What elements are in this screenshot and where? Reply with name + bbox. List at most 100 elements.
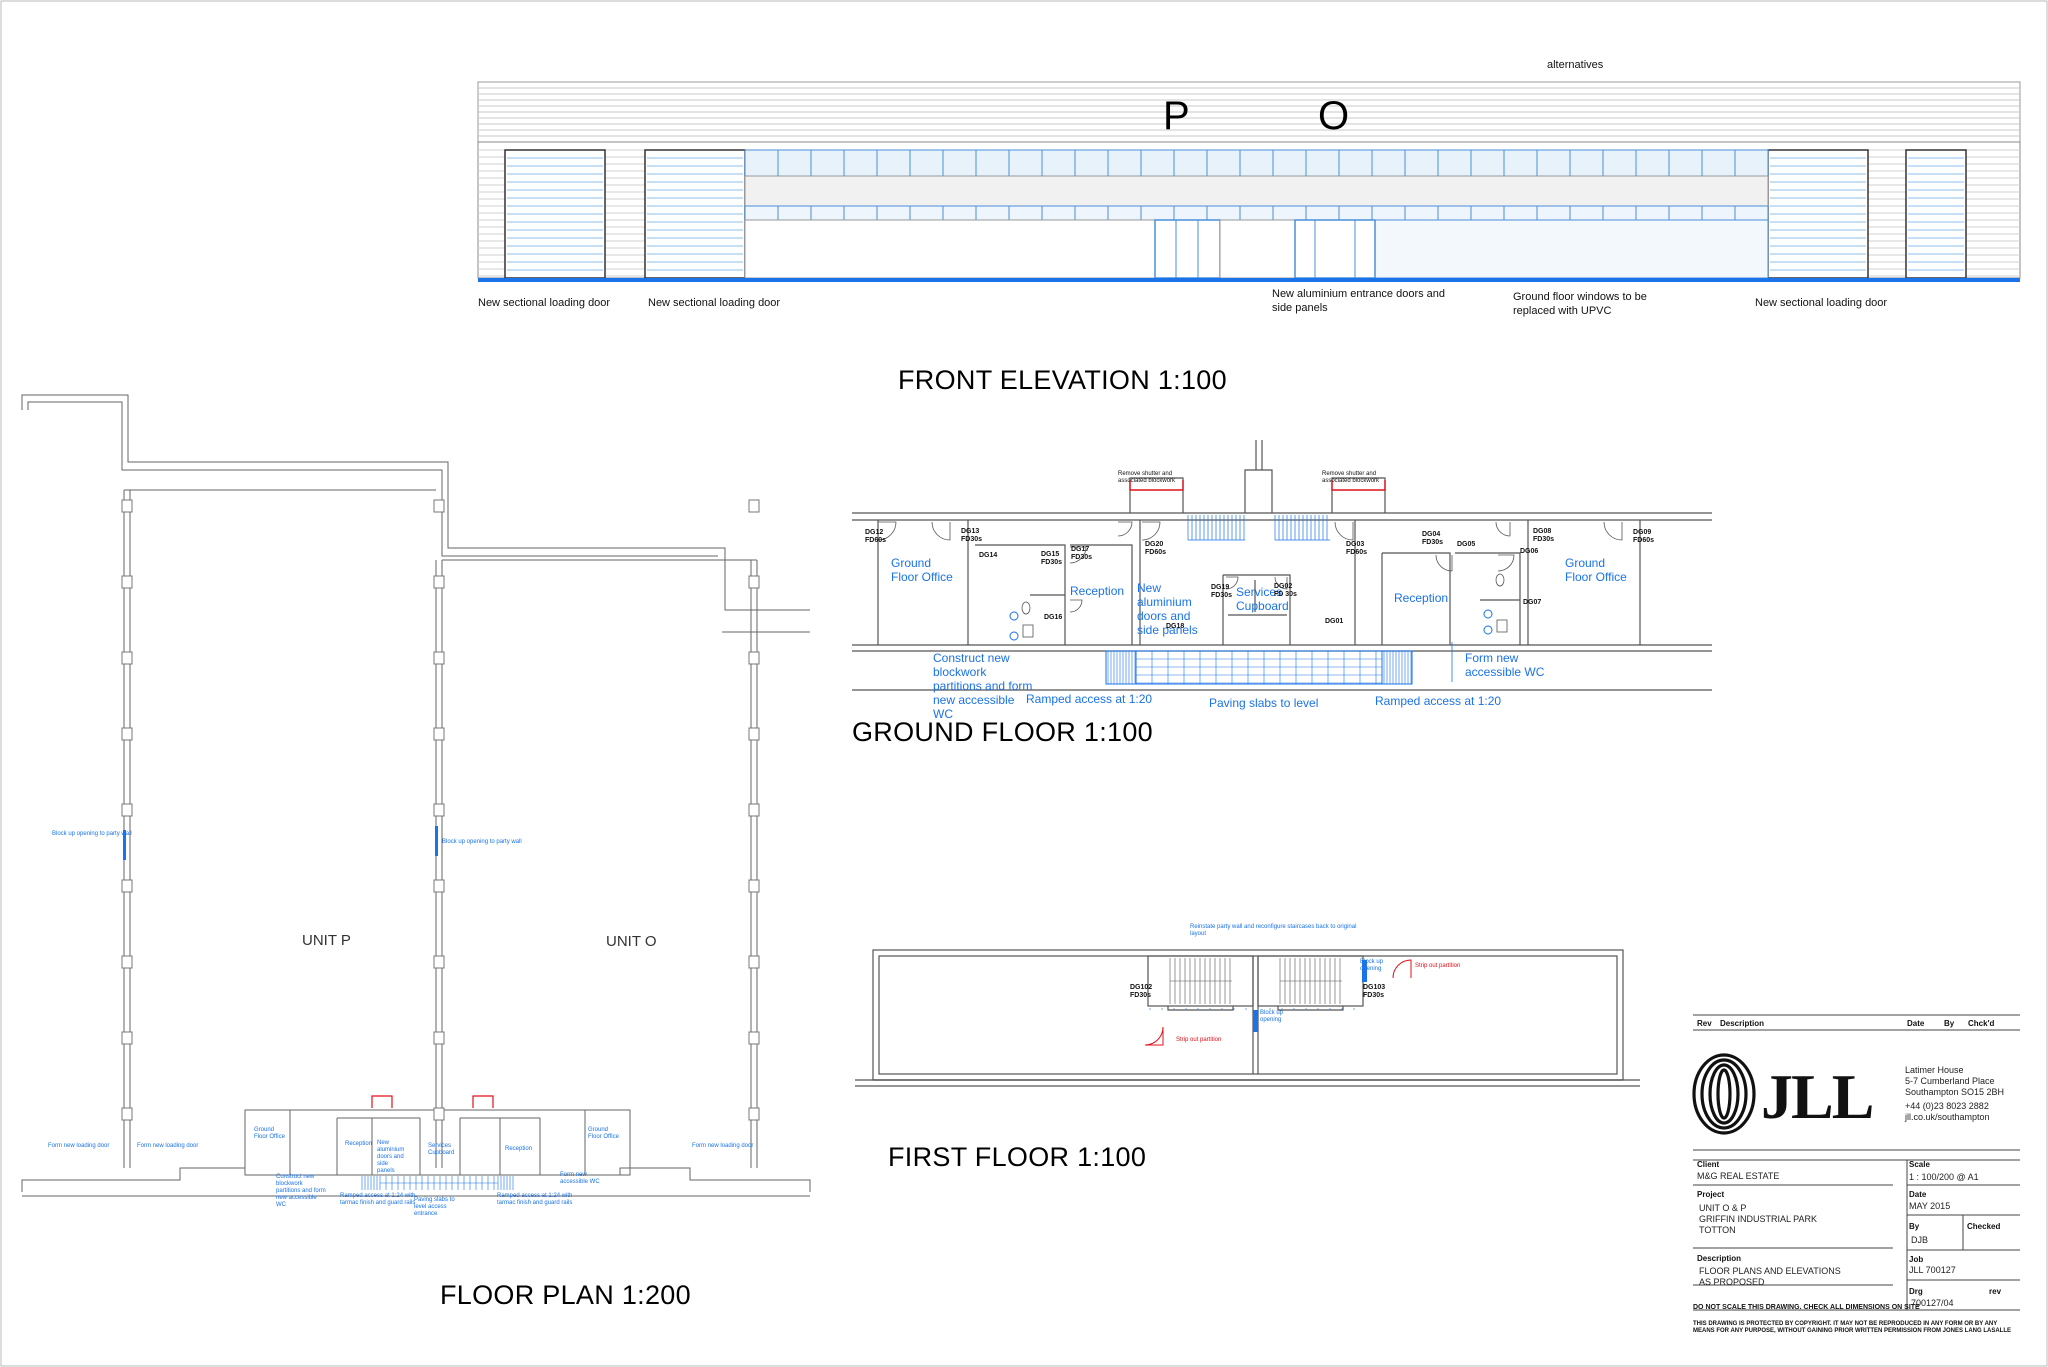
first-floor-drawing bbox=[855, 949, 1640, 1087]
gf-remove-shutter-2: Remove shutter and associated blockwork bbox=[1322, 471, 1380, 484]
tb-rev-label: rev bbox=[1989, 1287, 2002, 1296]
note-loading-door-2: New sectional loading door bbox=[648, 297, 781, 309]
front-elevation-drawing bbox=[477, 81, 2021, 282]
ground-floor-drawing bbox=[852, 440, 1712, 691]
fp-services: Services Cupboard bbox=[428, 1143, 455, 1156]
gf-room-reception-left: Reception bbox=[1070, 584, 1125, 598]
door-tag-dg07: DG07 bbox=[1523, 599, 1542, 606]
note-loading-door-1: New sectional loading door bbox=[478, 297, 611, 309]
elevation-top-note: alternatives bbox=[1547, 59, 1604, 71]
tb-by-header: By bbox=[1944, 1019, 1955, 1028]
tb-chkd-header: Chck'd bbox=[1968, 1019, 1995, 1028]
fp-note-left: Block up opening to party wall bbox=[52, 831, 132, 837]
fp-new-doors: New aluminium doors and side panels bbox=[377, 1140, 405, 1174]
note-loading-door-3: New sectional loading door bbox=[1755, 297, 1888, 309]
gf-room-office-left: Ground Floor Office bbox=[891, 556, 953, 584]
tb-project-label: Project bbox=[1697, 1190, 1725, 1199]
fp-ramped-left: Ramped access at 1:24 with tarmac finish… bbox=[340, 1193, 416, 1206]
floor-plan-title: FLOOR PLAN 1:200 bbox=[440, 1280, 691, 1310]
tb-checked-label: Checked bbox=[1967, 1222, 2001, 1231]
tb-job-label: Job bbox=[1909, 1255, 1924, 1264]
tb-disclaimer-1: DO NOT SCALE THIS DRAWING. CHECK ALL DIM… bbox=[1693, 1304, 1920, 1311]
fp-construct-note: Construct new blockwork partitions and f… bbox=[276, 1174, 326, 1208]
title-block-frame bbox=[1693, 1014, 2020, 1311]
tb-description-header: Description bbox=[1720, 1019, 1765, 1028]
note-ground-windows: Ground floor windows to be replaced with… bbox=[1513, 291, 1647, 317]
block-up-marker-left bbox=[123, 830, 126, 860]
tb-description-value: FLOOR PLANS AND ELEVATIONS AS PROPOSED bbox=[1699, 1266, 1841, 1287]
tb-job-value: JLL 700127 bbox=[1909, 1265, 1956, 1275]
tb-address: Latimer House 5-7 Cumberland Place South… bbox=[1905, 1065, 2005, 1122]
door-tag-dg16: DG16 bbox=[1044, 614, 1063, 621]
fp-ground-office-right: Ground Floor Office bbox=[588, 1127, 619, 1140]
floor-plan-drawing bbox=[21, 394, 811, 1197]
fp-reception-left: Reception bbox=[345, 1141, 373, 1147]
ff-block-up-mid: Block up opening bbox=[1260, 1010, 1284, 1023]
tb-by-value: DJB bbox=[1911, 1235, 1929, 1245]
fp-form-loading-left: Form new loading door bbox=[48, 1143, 110, 1149]
block-up-marker-mid bbox=[435, 826, 438, 856]
ff-strip-right: Strip out partition bbox=[1415, 963, 1461, 969]
ff-reinstate-note: Reinstate party wall and reconfigure sta… bbox=[1190, 924, 1357, 937]
tb-description-label: Description bbox=[1697, 1254, 1742, 1263]
gf-room-new-doors: New aluminium doors and side panels bbox=[1137, 581, 1198, 637]
gf-remove-shutter-1: Remove shutter and associated blockwork bbox=[1118, 471, 1176, 484]
fp-ramped-right: Ramped access at 1:24 with tarmac finish… bbox=[497, 1193, 573, 1206]
front-elevation-title: FRONT ELEVATION 1:100 bbox=[898, 365, 1227, 395]
fp-note-mid: Block up opening to party wall bbox=[442, 839, 522, 845]
tb-project-value: UNIT O & P GRIFFIN INDUSTRIAL PARK TOTTO… bbox=[1699, 1203, 1818, 1235]
tb-by-label: By bbox=[1909, 1222, 1920, 1231]
entrance-door-left bbox=[1154, 219, 1221, 279]
tb-scale-value: 1 : 100/200 @ A1 bbox=[1909, 1172, 1979, 1182]
tb-client-label: Client bbox=[1697, 1160, 1720, 1169]
tb-date-value: MAY 2015 bbox=[1909, 1201, 1951, 1211]
tb-scale-label: Scale bbox=[1909, 1160, 1930, 1169]
fp-form-wc: Form new accessible WC bbox=[560, 1172, 600, 1185]
ff-strip-left: Strip out partition bbox=[1176, 1037, 1222, 1043]
block-up-opening-marker bbox=[1253, 1010, 1258, 1032]
fp-paving: Paving slabs to level access entrance bbox=[414, 1197, 455, 1217]
tb-disclaimer-2: THIS DRAWING IS PROTECTED BY COPYRIGHT. … bbox=[1693, 1321, 2012, 1334]
unit-letter-p: P bbox=[1163, 94, 1190, 138]
gf-room-services: Services Cupboard bbox=[1236, 585, 1289, 613]
fp-ground-office-left: Ground Floor Office bbox=[254, 1127, 285, 1140]
gf-note-paving: Paving slabs to level bbox=[1209, 696, 1319, 710]
tb-client-value: M&G REAL ESTATE bbox=[1697, 1171, 1780, 1181]
jll-logo-mark bbox=[1692, 1053, 1756, 1135]
door-tag-dg01: DG01 bbox=[1325, 618, 1344, 625]
gf-room-office-right: Ground Floor Office bbox=[1565, 556, 1627, 584]
gf-note-construct: Construct new blockwork partitions and f… bbox=[933, 651, 1033, 721]
fp-form-loading-mid: Form new loading door bbox=[137, 1143, 199, 1149]
gf-note-form-wc: Form new accessible WC bbox=[1465, 651, 1545, 679]
door-tag-dg14: DG14 bbox=[979, 552, 998, 559]
door-tag-dg18: DG18 bbox=[1166, 623, 1185, 630]
tb-rev-header: Rev bbox=[1697, 1019, 1712, 1028]
tb-drg-value: 700127/04 bbox=[1911, 1298, 1954, 1308]
first-floor-title: FIRST FLOOR 1:100 bbox=[888, 1142, 1147, 1172]
block-up-opening-top-marker bbox=[1362, 960, 1367, 982]
gf-room-reception-right: Reception bbox=[1394, 591, 1449, 605]
fp-form-loading-right: Form new loading door bbox=[692, 1143, 754, 1149]
jll-logo-text: JLL bbox=[1761, 1061, 1874, 1132]
tb-date-label: Date bbox=[1909, 1190, 1927, 1199]
gf-note-ramped-right: Ramped access at 1:20 bbox=[1375, 694, 1502, 708]
tb-drg-label: Drg bbox=[1909, 1287, 1923, 1296]
fp-reception-right: Reception bbox=[505, 1146, 533, 1152]
unit-o-label: UNIT O bbox=[606, 933, 657, 950]
note-entrance-doors: New aluminium entrance doors and side pa… bbox=[1272, 288, 1446, 314]
unit-p-label: UNIT P bbox=[302, 932, 351, 949]
